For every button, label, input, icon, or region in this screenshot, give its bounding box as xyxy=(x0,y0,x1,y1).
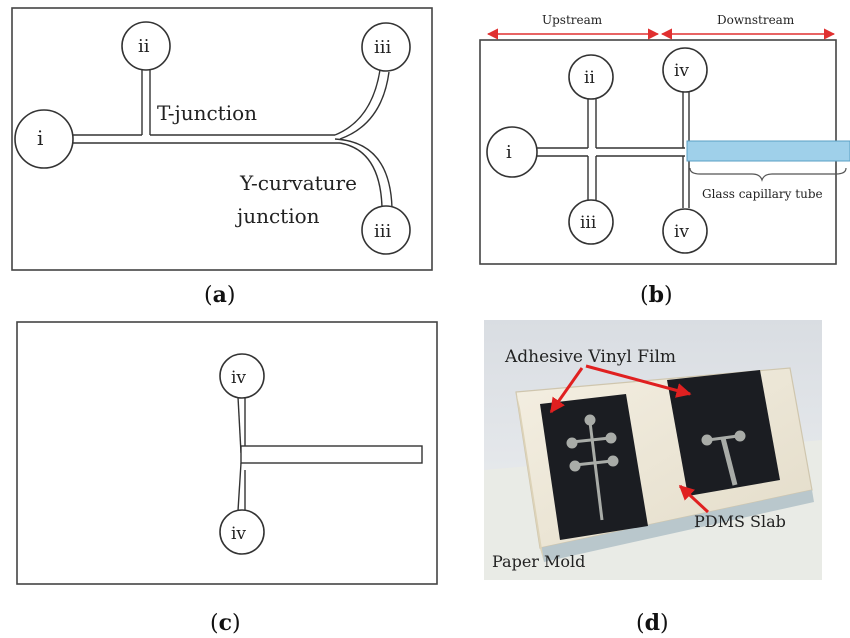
panel-c: iv iv xyxy=(16,321,438,585)
label-port-iii-top: iii xyxy=(374,37,392,58)
port-iv-bottom xyxy=(662,208,708,254)
label-adhesive-vinyl-film: Adhesive Vinyl Film xyxy=(504,347,676,367)
panel-a-channels xyxy=(72,69,393,209)
caption-b: (b) xyxy=(640,282,673,308)
caption-c: (c) xyxy=(210,610,241,636)
panel-c-channels xyxy=(237,396,423,512)
panel-b: Upstream Downstream i ii iii iv iv xyxy=(479,13,850,265)
glass-capillary-tube xyxy=(686,140,850,162)
t-junction-label: T-junction xyxy=(157,101,257,125)
pdms-slab-side xyxy=(516,392,544,562)
port-i xyxy=(486,126,538,178)
label-port-iii-bottom: iii xyxy=(374,221,392,242)
label-port-iv-bottom: iv xyxy=(231,524,246,544)
label-port-iii: iii xyxy=(580,213,597,233)
panel-d-photo: Adhesive Vinyl Film PDMS Slab Paper Mold xyxy=(484,320,822,580)
arrow-film-left xyxy=(549,367,584,414)
port-iv-top xyxy=(662,47,708,93)
port-iii-top xyxy=(361,22,411,72)
panel-a: i ii iii iii T-junction Y-curvature junc… xyxy=(11,7,433,271)
label-port-ii: ii xyxy=(138,36,150,57)
port-iii-bottom xyxy=(361,205,411,255)
port-iv-bottom xyxy=(219,509,265,555)
port-iv-top xyxy=(219,353,265,399)
upstream-label: Upstream xyxy=(542,13,603,27)
caption-a: (a) xyxy=(204,282,235,308)
vinyl-film-right xyxy=(667,370,780,496)
label-paper-mold: Paper Mold xyxy=(492,552,585,571)
pdms-slab-edge xyxy=(540,490,814,562)
downstream-label: Downstream xyxy=(717,13,795,27)
label-port-i: i xyxy=(37,126,43,150)
channel-pattern-left xyxy=(566,414,619,521)
capillary-label: Glass capillary tube xyxy=(702,187,823,201)
label-port-iv-top: iv xyxy=(231,368,246,388)
port-i xyxy=(14,109,74,169)
label-port-ii: ii xyxy=(584,68,595,88)
arrow-film-right xyxy=(585,364,692,398)
arrow-pdms-slab xyxy=(678,484,710,514)
channel-pattern-right xyxy=(701,430,746,486)
label-pdms-slab: PDMS Slab xyxy=(694,512,786,531)
port-ii xyxy=(121,21,171,71)
panel-b-channels xyxy=(537,92,690,208)
caption-d: (d) xyxy=(636,610,669,636)
port-iii xyxy=(568,199,614,245)
y-junction-label-line1: Y-curvature xyxy=(239,171,357,195)
port-ii xyxy=(568,54,614,100)
label-port-iv-top: iv xyxy=(674,61,689,81)
label-port-i: i xyxy=(506,142,512,163)
y-junction-label-line2: junction xyxy=(235,204,320,228)
capillary-brace xyxy=(689,167,847,182)
label-port-iv-bottom: iv xyxy=(674,222,689,242)
